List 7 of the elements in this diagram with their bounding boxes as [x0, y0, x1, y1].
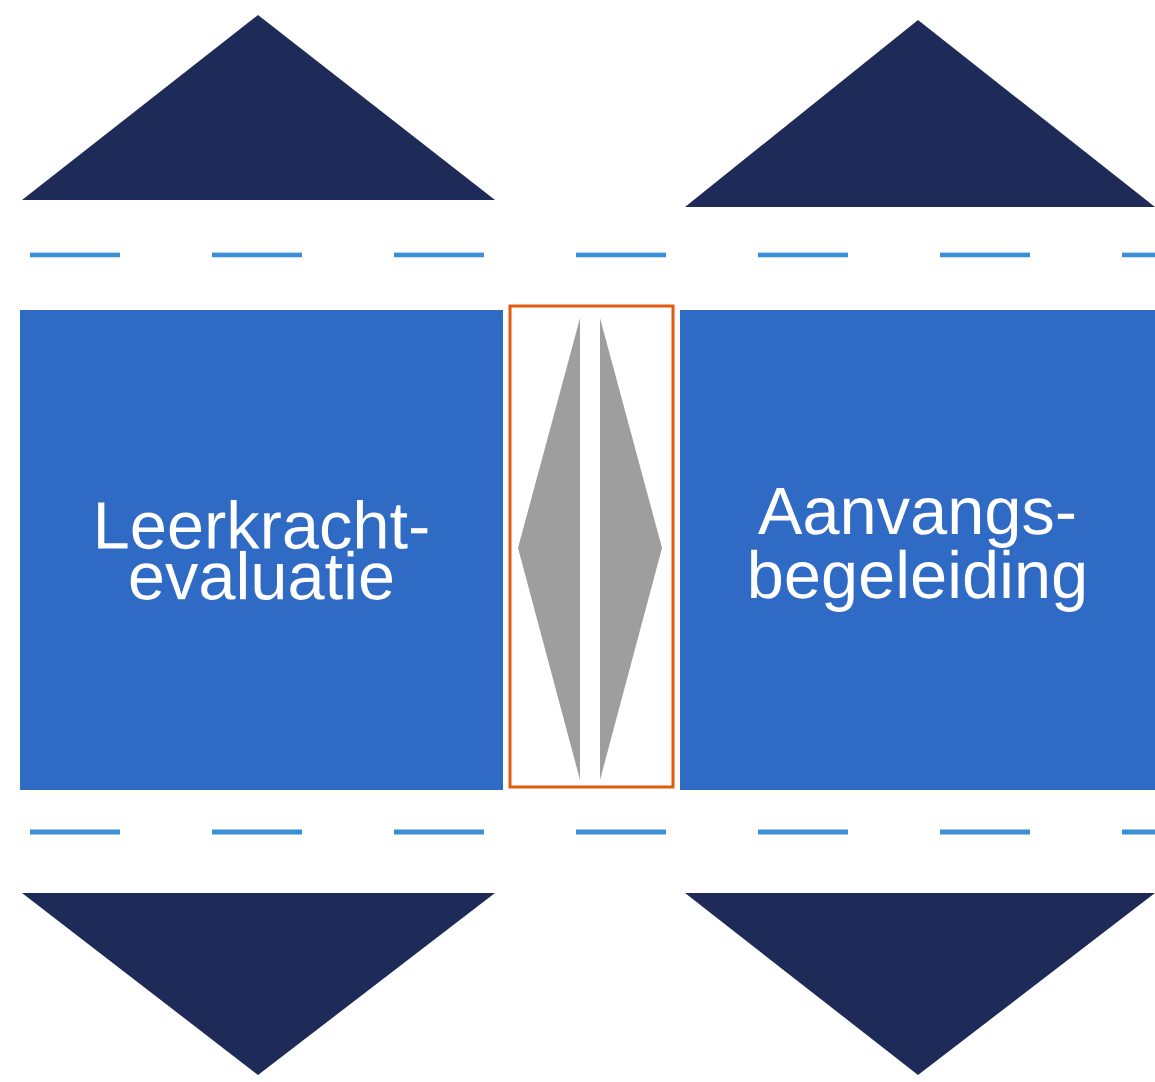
- triangle: [685, 20, 1155, 207]
- process-box: Leerkracht- evaluatie: [20, 310, 503, 790]
- triangle: [685, 893, 1155, 1075]
- empty-box: [508, 304, 675, 789]
- triangle: [22, 15, 495, 200]
- triangle: [22, 893, 495, 1075]
- process-box: Aanvangs- begeleiding: [680, 310, 1155, 790]
